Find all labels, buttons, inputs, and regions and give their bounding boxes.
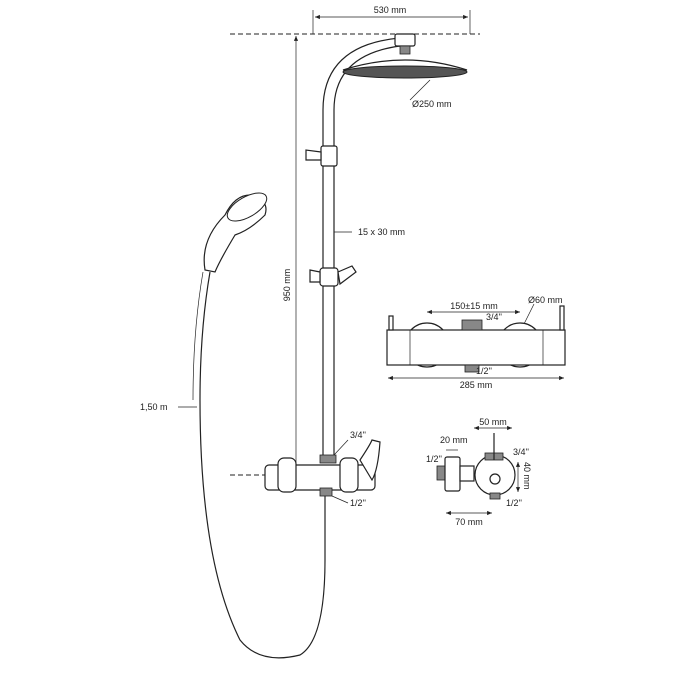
width-dimension: 530 mm [312,5,471,34]
knob-diameter-label: Ø60 mm [528,295,563,305]
mixer-front-view: 150±15 mm Ø60 mm 3/4'' 1/2'' 285 mm [386,295,566,390]
hand-shower-holder [305,145,338,167]
hand-shower [192,192,326,659]
head-diameter-label: Ø250 mm [412,99,452,109]
center-distance-label: 150±15 mm [450,301,497,311]
front-outlet-label: 1/2'' [476,366,492,376]
riser-rail [322,33,416,462]
side-70-label: 70 mm [455,517,483,527]
hose-length-label: 1,50 m [140,402,168,412]
mixer-length-label: 285 mm [460,380,493,390]
side-left-inlet-label: 1/2'' [426,454,442,464]
height-dimension: 950 mm [282,36,299,472]
side-40-label: 40 mm [522,462,532,490]
mixer-inlet-label: 3/4'' [350,430,366,440]
thermostatic-mixer [264,439,381,497]
side-50-label: 50 mm [479,417,507,427]
height-label: 950 mm [282,269,292,302]
front-inlet-label: 3/4'' [486,312,502,322]
mixer-side-view: 50 mm 20 mm 1/2'' 3/4'' 40 mm 1/2'' 70 m… [426,417,532,527]
mixer-outlet-label: 1/2'' [350,498,366,508]
slider [309,265,357,287]
width-label: 530 mm [374,5,407,15]
side-20-label: 20 mm [440,435,468,445]
side-top-inlet-label: 3/4'' [513,447,529,457]
side-outlet-label: 1/2'' [506,498,522,508]
rain-shower-head: Ø250 mm [342,59,468,109]
rail-section-label: 15 x 30 mm [358,227,405,237]
